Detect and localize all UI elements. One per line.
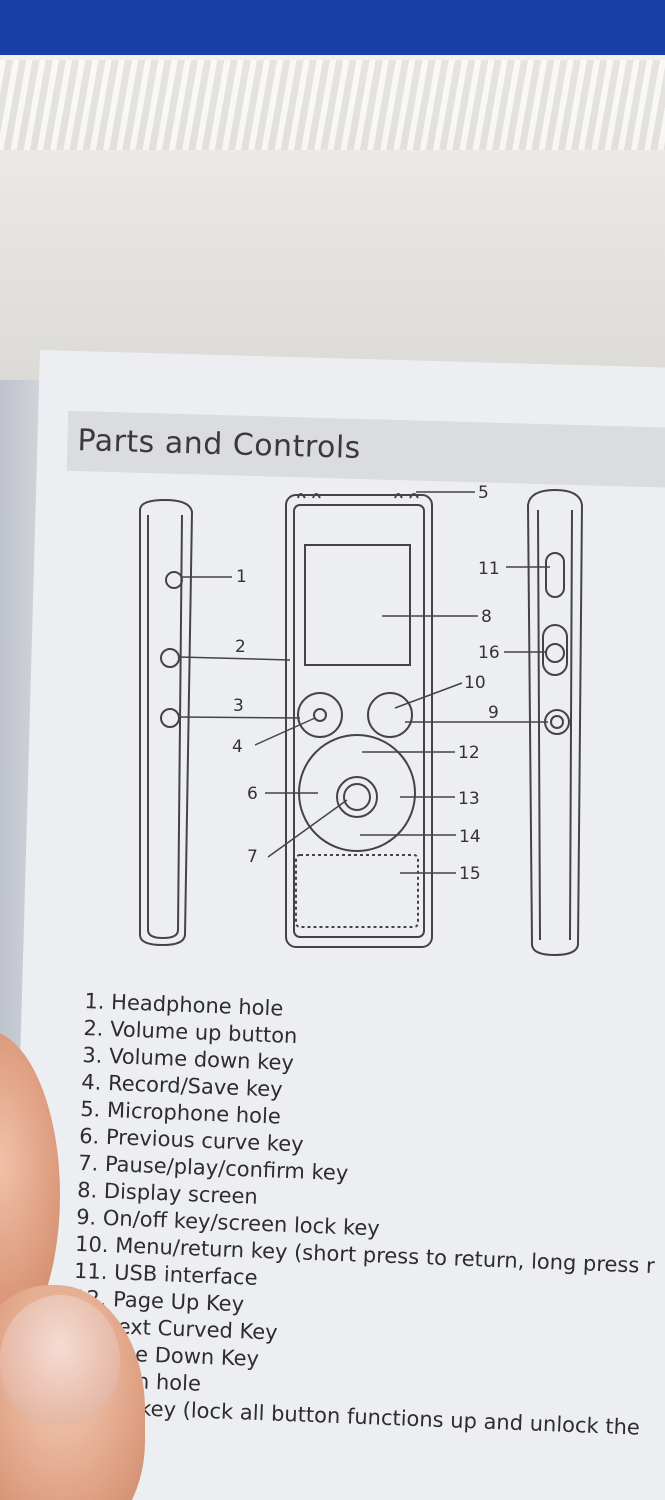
callout-8: 8: [481, 607, 492, 627]
volume-up-icon: [160, 648, 180, 668]
callout-3: 3: [233, 696, 244, 716]
right-side-view: [526, 488, 584, 957]
device-diagram: 1 2 3 4 5 6 7 8 9 10 11 12 13 14 15 16: [139, 483, 584, 957]
headphone-hole-icon: [165, 571, 183, 589]
callout-11: 11: [478, 559, 500, 579]
volume-down-icon: [160, 708, 180, 728]
play-pause-icon: [336, 776, 378, 818]
callout-9: 9: [488, 703, 499, 723]
thumbnail: [0, 1295, 120, 1425]
callout-2: 2: [235, 637, 246, 657]
record-key-icon: [297, 692, 343, 738]
callout-16: 16: [478, 643, 500, 663]
callout-7: 7: [247, 847, 258, 867]
parts-list: 1. Headphone hole 2. Volume up button 3.…: [68, 988, 665, 1443]
menu-key-icon: [367, 692, 413, 738]
callout-12: 12: [458, 743, 480, 763]
left-side-view: [139, 498, 194, 947]
front-view: [285, 494, 433, 948]
callout-13: 13: [458, 789, 480, 809]
callout-5: 5: [478, 483, 489, 503]
callout-4: 4: [232, 737, 243, 757]
usb-interface-icon: [545, 552, 565, 598]
speaker-grille: [295, 854, 419, 928]
callout-10: 10: [464, 673, 486, 693]
lock-switch-icon: [545, 643, 565, 663]
plastic-wrinkles: [0, 60, 665, 150]
callout-15: 15: [459, 864, 481, 884]
callout-14: 14: [459, 827, 481, 847]
display-screen: [304, 544, 411, 666]
callout-6: 6: [247, 784, 258, 804]
power-key-icon: [544, 709, 570, 735]
callout-1: 1: [236, 567, 247, 587]
